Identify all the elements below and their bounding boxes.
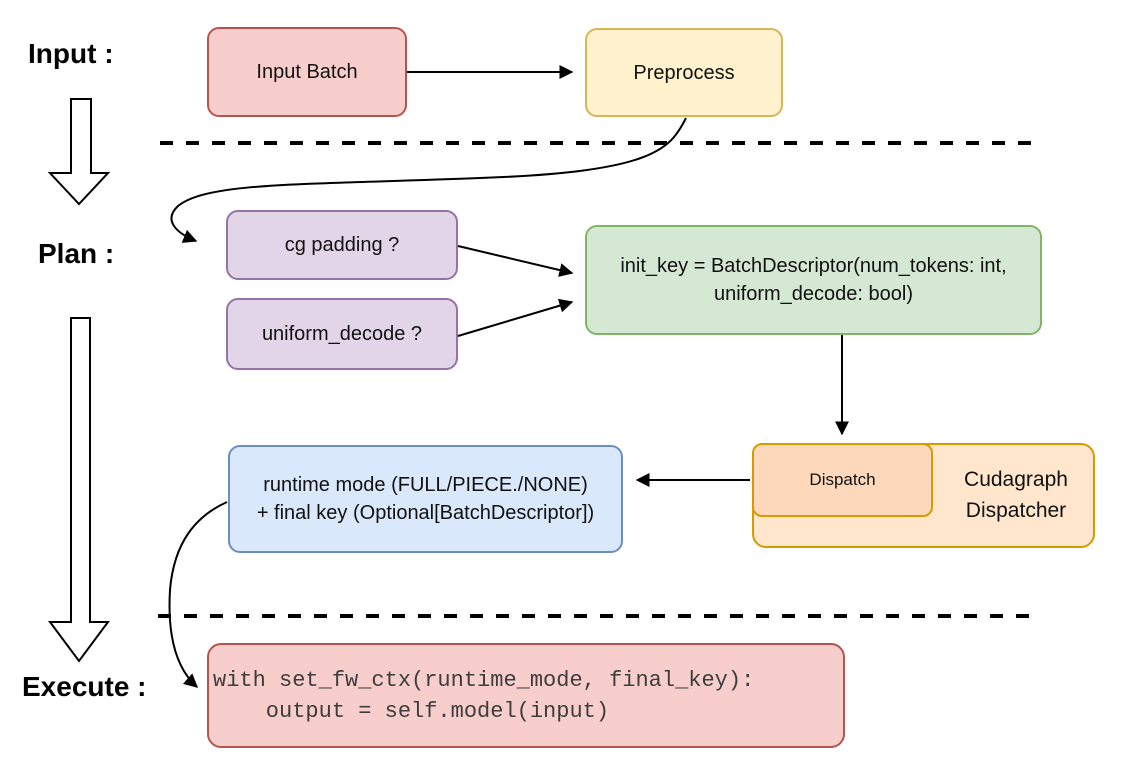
node-init-key-line1: init_key = BatchDescriptor(num_tokens: i… xyxy=(620,255,1007,277)
node-cg-padding-label: cg padding ? xyxy=(284,234,400,256)
node-input-batch-label: Input Batch xyxy=(256,61,358,83)
stage-label-execute: Execute : xyxy=(22,671,147,702)
node-runtime-mode: runtime mode (FULL/PIECE./NONE) + final … xyxy=(228,445,623,553)
node-input-batch: Input Batch xyxy=(207,27,407,117)
node-dispatch: Dispatch xyxy=(752,443,933,517)
node-runtime-mode-line2: + final key (Optional[BatchDescriptor]) xyxy=(256,502,595,524)
cudagraph-dispatcher-line2: Dispatcher xyxy=(965,498,1067,522)
node-preprocess-label: Preprocess xyxy=(633,61,735,84)
stage-label-input: Input : xyxy=(28,38,114,69)
cudagraph-dispatcher-line1: Cudagraph xyxy=(964,468,1068,492)
execute-code-line2: output = self.model(input) xyxy=(213,698,610,724)
node-execute-code: with set_fw_ctx(runtime_mode, final_key)… xyxy=(207,643,845,748)
node-preprocess: Preprocess xyxy=(585,28,783,117)
arrow-uniform-decode-to-init-key xyxy=(457,298,574,337)
stage-label-plan: Plan : xyxy=(38,238,115,269)
arrow-cg-padding-to-init-key xyxy=(457,245,574,277)
node-init-key-line2: uniform_decode: bool) xyxy=(713,283,913,305)
stage-arrow-input-to-plan xyxy=(47,98,111,206)
node-uniform-decode: uniform_decode ? xyxy=(226,298,458,370)
node-uniform-decode-label: uniform_decode ? xyxy=(261,323,423,345)
cudagraph-dispatcher-label: Cudagraph Dispatcher xyxy=(935,445,1097,546)
stage-arrow-plan-to-execute xyxy=(48,317,110,663)
node-runtime-mode-line1: runtime mode (FULL/PIECE./NONE) xyxy=(263,474,588,496)
node-dispatch-label: Dispatch xyxy=(809,470,876,490)
execute-code-line1: with set_fw_ctx(runtime_mode, final_key)… xyxy=(213,667,755,693)
node-init-key: init_key = BatchDescriptor(num_tokens: i… xyxy=(585,225,1042,335)
node-cg-padding: cg padding ? xyxy=(226,210,458,280)
